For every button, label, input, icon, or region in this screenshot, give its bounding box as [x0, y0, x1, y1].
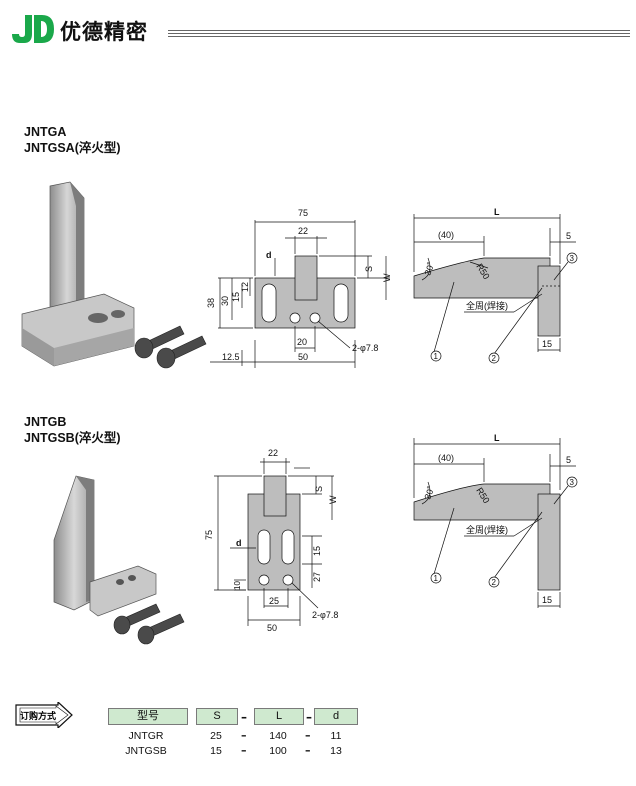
side-view-b: L (40) 5 30˚ R50 全周(焊接) 15 1 2 3	[413, 433, 578, 608]
model-jntgsa-suffix: (淬火型)	[74, 141, 121, 155]
dim-a-22: 22	[298, 226, 308, 236]
dim-a-20: 20	[297, 337, 307, 347]
dim-b-27: 27	[312, 572, 322, 582]
model-jntgsb: JNTGSB	[24, 431, 75, 445]
row2-dash-1: –	[241, 744, 247, 757]
dim-a-125: 12.5	[222, 352, 240, 362]
row1-s: 25	[210, 730, 222, 742]
th-l: L	[254, 708, 304, 725]
side-a-l: L	[494, 207, 500, 217]
th-dash-2: –	[306, 710, 312, 724]
dim-b-75: 75	[204, 530, 214, 540]
dim-b-s: S	[314, 486, 324, 492]
dim-a-d: d	[266, 250, 272, 260]
side-a-15: 15	[542, 339, 552, 349]
model-jntgsa: JNTGSA	[24, 141, 75, 155]
side-b-weld: 全周(焊接)	[466, 524, 508, 535]
model-jntga: JNTGA	[24, 125, 67, 139]
dim-b-50: 50	[267, 623, 277, 633]
side-view-a: L (40) 5 30˚ R50 全周(焊接) 15 1 2 3	[413, 207, 578, 364]
side-a-angle: 30˚	[422, 261, 436, 277]
brand-name: 优德精密	[60, 20, 148, 44]
dim-a-50: 50	[298, 352, 308, 362]
side-b-15: 15	[542, 595, 552, 605]
order-label: 订购方式	[20, 710, 56, 721]
side-b-c1: 1	[434, 574, 439, 583]
dim-a-w: W	[382, 273, 392, 282]
side-a-40: (40)	[438, 230, 454, 240]
row2-s: 15	[210, 745, 222, 757]
part-b-photo	[53, 475, 185, 645]
dim-b-25: 25	[269, 596, 279, 606]
dim-a-15: 15	[231, 292, 241, 302]
order-arrow-icon: 订购方式	[15, 702, 73, 728]
side-b-c2: 2	[492, 578, 497, 587]
dim-a-12: 12	[240, 282, 250, 292]
dim-b-10: 10	[233, 581, 242, 590]
side-b-l: L	[494, 433, 500, 443]
row1-dash-1: –	[241, 729, 247, 742]
side-a-5: 5	[566, 231, 571, 241]
part-a-photo	[21, 181, 207, 369]
front-view-b: 22 S W 75 d 15 27 10 25 50 2-φ7.8	[204, 448, 338, 633]
section-b-title: JNTGB JNTGSB(淬火型)	[24, 414, 121, 446]
side-a-weld: 全周(焊接)	[466, 300, 508, 311]
row1-d: 11	[330, 730, 342, 742]
dim-a-30: 30	[220, 296, 230, 306]
row2-l: 100	[269, 745, 287, 757]
row1-dash-2: –	[305, 729, 311, 742]
dim-b-w: W	[328, 495, 338, 504]
th-dash-1: –	[241, 710, 247, 724]
front-view-a: 75 22 d 38 30 15 12 S W 20 50 12.5 2-φ7.…	[206, 208, 392, 368]
dim-b-holes: 2-φ7.8	[312, 610, 338, 620]
model-jntgsb-suffix: (淬火型)	[74, 431, 121, 445]
side-b-angle: 30˚	[422, 485, 436, 501]
side-b-c3: 3	[570, 478, 575, 487]
row2-model: JNTGSB	[125, 745, 167, 757]
dim-b-15: 15	[312, 546, 322, 556]
th-d: d	[314, 708, 358, 725]
th-s: S	[196, 708, 238, 725]
dim-b-22: 22	[268, 448, 278, 458]
section-a-title: JNTGA JNTGSA(淬火型)	[24, 124, 121, 156]
row2-dash-2: –	[305, 744, 311, 757]
th-model: 型号	[108, 708, 188, 725]
side-a-c1: 1	[434, 352, 439, 361]
row2-d: 13	[330, 745, 342, 757]
header-rule	[168, 30, 630, 38]
jd-logo	[12, 15, 54, 43]
dim-a-75: 75	[298, 208, 308, 218]
side-a-c3: 3	[570, 254, 575, 263]
dim-a-38: 38	[206, 298, 216, 308]
dim-b-d: d	[236, 538, 242, 548]
row1-l: 140	[269, 730, 287, 742]
side-b-40: (40)	[438, 453, 454, 463]
dim-a-holes: 2-φ7.8	[352, 343, 378, 353]
side-a-c2: 2	[492, 354, 497, 363]
row1-model: JNTGR	[128, 730, 164, 742]
side-b-5: 5	[566, 455, 571, 465]
dim-a-s: S	[364, 266, 374, 272]
model-jntgb: JNTGB	[24, 415, 67, 429]
